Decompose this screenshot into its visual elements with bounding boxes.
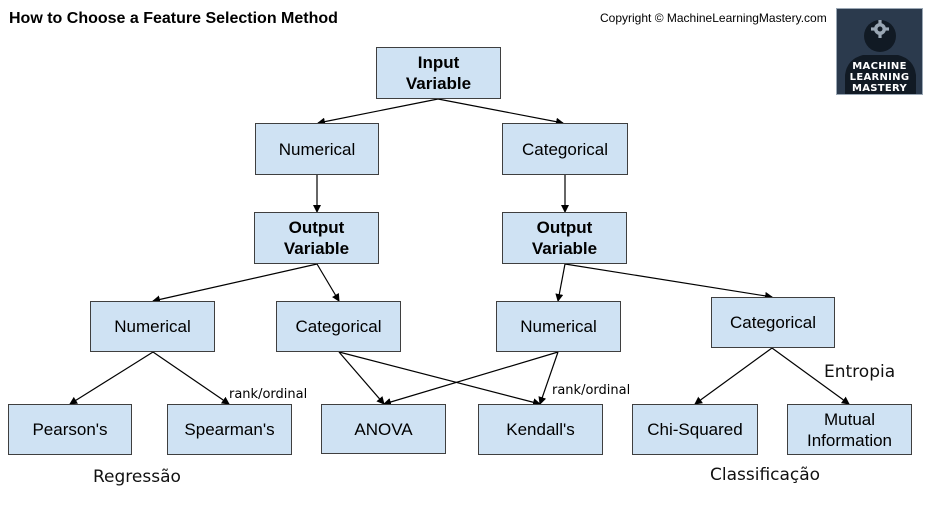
edge-catcat-chi — [694, 347, 773, 405]
node-input-categorical: Categorical — [502, 123, 628, 175]
node-input-numerical: Numerical — [255, 123, 379, 175]
annotation-entropia: Entropia — [824, 362, 896, 382]
machine-learning-mastery-logo: MACHINE LEARNING MASTERY — [836, 8, 923, 95]
edge-numcat-kendall — [338, 351, 541, 407]
edge-input-numerical — [317, 98, 439, 126]
node-mutual-information: Mutual Information — [787, 404, 912, 455]
edge-outleft-categorical — [316, 263, 340, 302]
node-spearmans: Spearman's — [167, 404, 292, 455]
node-output-variable-right: Output Variable — [502, 212, 627, 264]
edge-outright-categorical — [564, 263, 773, 300]
copyright-notice: Copyright © MachineLearningMastery.com — [600, 11, 827, 25]
edge-label-rank-ordinal-right: rank/ordinal — [552, 383, 631, 398]
node-chi-squared: Chi-Squared — [632, 404, 758, 455]
diagram-title: How to Choose a Feature Selection Method — [9, 10, 338, 27]
node-pearsons: Pearson's — [8, 404, 132, 455]
node-output-categorical-right: Categorical — [711, 297, 835, 348]
edge-numnum-spearman — [152, 351, 230, 405]
edge-outright-numerical — [555, 263, 566, 302]
node-anova: ANOVA — [321, 404, 446, 454]
logo-text-line: MASTERY — [851, 83, 908, 94]
node-output-categorical-left: Categorical — [276, 301, 401, 352]
edge-numnum-pearson — [69, 351, 154, 405]
annotation-classificacao: Classificação — [710, 465, 821, 485]
node-output-variable-left: Output Variable — [254, 212, 379, 264]
node-output-numerical-left: Numerical — [90, 301, 215, 352]
node-kendalls: Kendall's — [478, 404, 603, 455]
edge-numcat-anova — [338, 351, 385, 405]
node-input-variable: Input Variable — [376, 47, 501, 99]
edge-input-categorical — [437, 98, 564, 126]
edge-catcat-mutual — [771, 347, 850, 405]
logo-text-line: LEARNING — [849, 72, 910, 83]
edge-catnum-anova — [383, 351, 559, 406]
logo-figure-icon — [837, 9, 922, 94]
edge-catnum-kendall — [538, 351, 559, 405]
edge-outleft-numerical — [152, 263, 318, 304]
logo-text-line: MACHINE — [852, 61, 907, 72]
annotation-regressao: Regressão — [93, 467, 181, 487]
node-output-numerical-right: Numerical — [496, 301, 621, 352]
edge-label-rank-ordinal-left: rank/ordinal — [229, 387, 308, 402]
